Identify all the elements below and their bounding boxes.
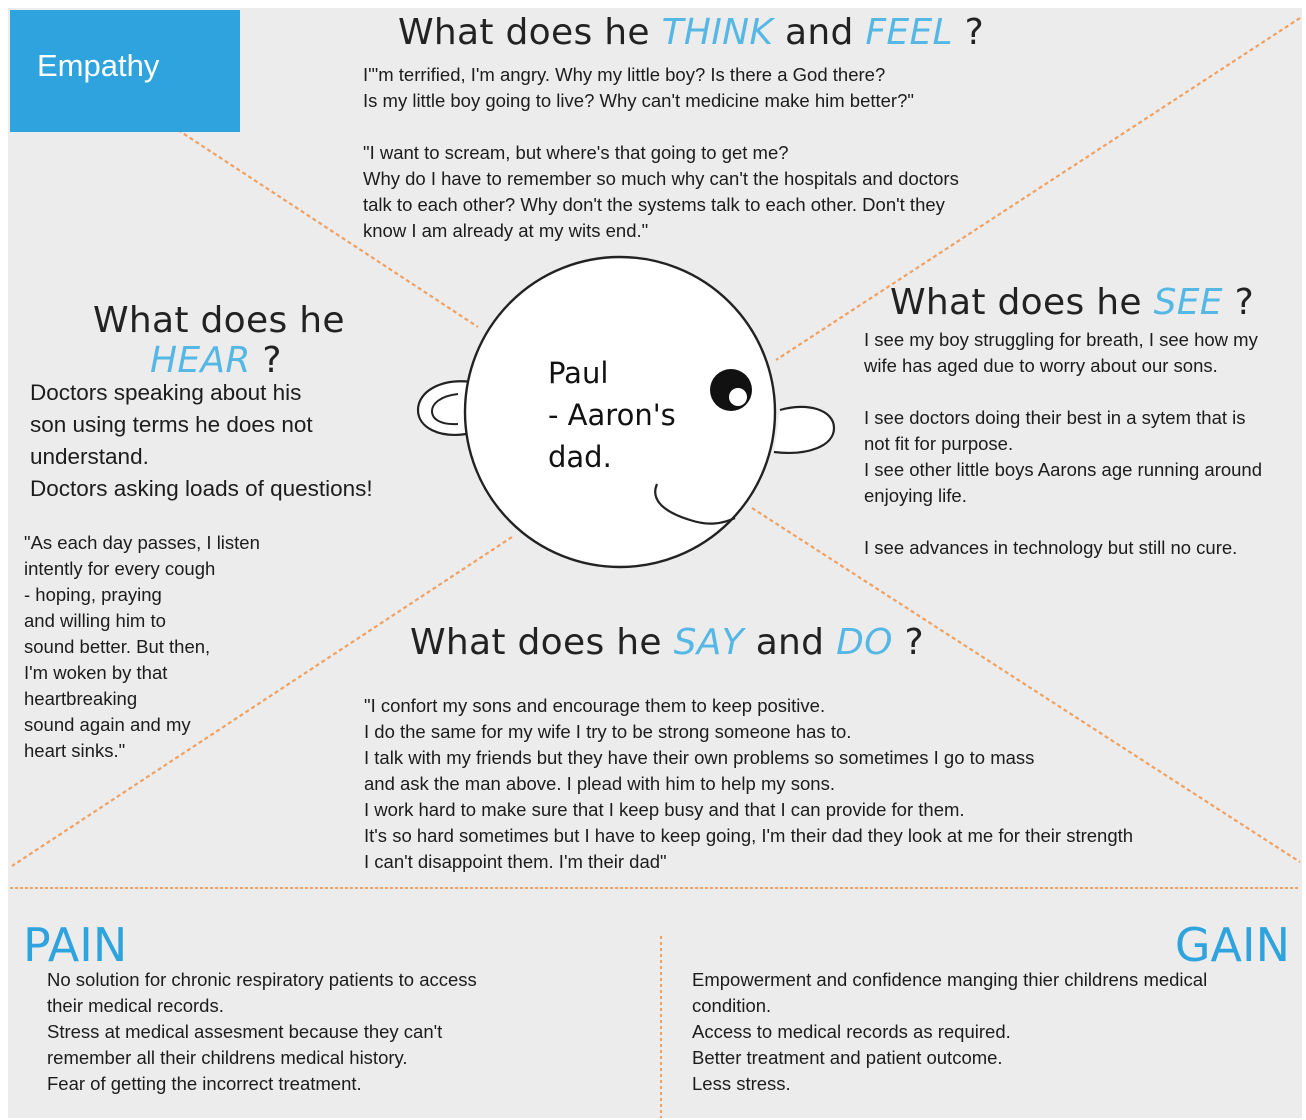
hear-accent: HEAR	[150, 340, 251, 381]
feel-accent: FEEL	[865, 12, 953, 53]
pain-text: No solution for chronic respiratory pati…	[47, 969, 477, 1094]
do-accent: DO	[836, 622, 893, 663]
say-accent: SAY	[673, 622, 744, 663]
say-do-text: "I confort my sons and encourage them to…	[364, 695, 1134, 872]
gain-title: GAIN	[1174, 918, 1290, 972]
say-do-title: What does he SAY and DO ?	[410, 622, 924, 663]
think-feel-text: I'"m terrified, I'm angry. Why my little…	[363, 64, 959, 241]
pain-title: PAIN	[23, 918, 128, 972]
hear-text: Doctors speaking about his son using ter…	[30, 380, 373, 501]
see-text: I see my boy struggling for breath, I se…	[864, 329, 1263, 558]
see-accent: SEE	[1153, 282, 1223, 323]
think-accent: THINK	[661, 12, 774, 53]
see-title: What does he SEE ?	[890, 282, 1254, 323]
gain-text: Empowerment and confidence manging thier…	[692, 969, 1208, 1094]
hear-quote: "As each day passes, I listen intently f…	[24, 532, 260, 761]
hear-title-line1: What does he	[93, 300, 345, 341]
persona-name: Paul - Aaron's dad.	[548, 356, 676, 474]
think-feel-title: What does he THINK and FEEL ?	[398, 12, 985, 53]
empathy-badge: Empathy	[10, 10, 240, 132]
hear-title-line2: HEAR ?	[150, 340, 282, 381]
